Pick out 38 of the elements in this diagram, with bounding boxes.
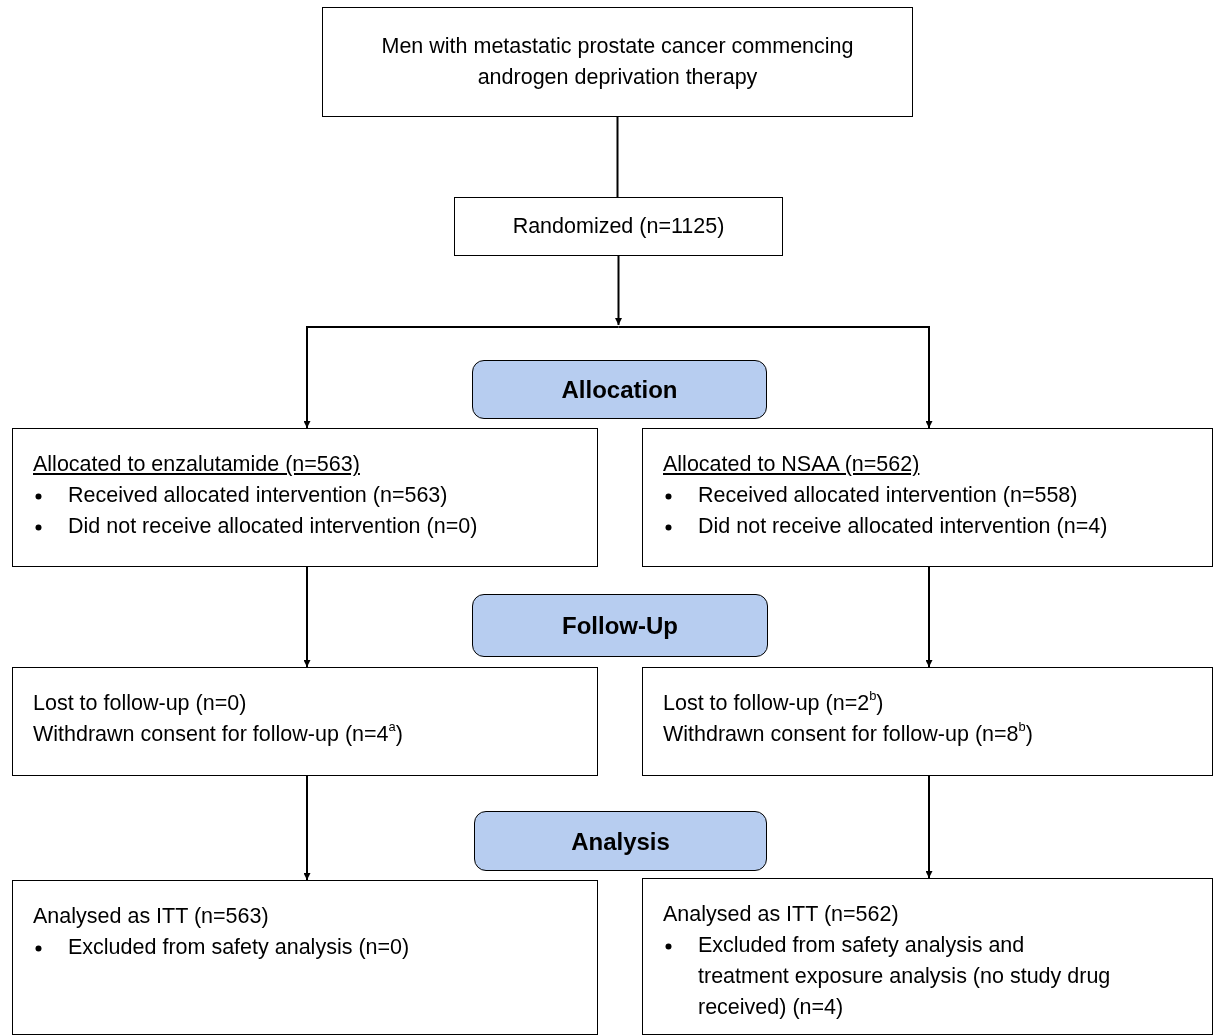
stage-title: Follow-Up xyxy=(562,611,678,641)
box-heading: Analysed as ITT (n=562) xyxy=(663,901,900,928)
stage-label xyxy=(474,811,767,871)
box-text: Men with metastatic prostate cancer commencing androgen deprivation therapy xyxy=(380,33,855,91)
box-text: Withdrawn consent for follow-up (n=4$^{a}$) xyxy=(33,719,404,748)
arrow xyxy=(925,566,933,668)
bullet-text: Did not receive allocated intervention (n=4) xyxy=(698,514,1108,538)
box-text: Lost to follow-up (n=0) xyxy=(33,690,248,717)
box-text: Withdrawn consent for follow-up (n=8$^{b}$) xyxy=(663,719,1034,748)
process-box xyxy=(642,428,1213,567)
process-box xyxy=(322,7,913,117)
stage-label xyxy=(472,594,768,657)
box-text: Lost to follow-up (n=2$^{b}$) xyxy=(663,688,885,717)
stage-title: Allocation xyxy=(561,375,678,405)
process-box xyxy=(642,667,1213,776)
arrow xyxy=(303,326,620,429)
bullet-text: Excluded from safety analysis and treatment exposure analysis (no study drug received) (n=4) xyxy=(698,932,1112,1021)
process-box xyxy=(454,197,783,256)
arrow xyxy=(303,775,311,881)
process-box xyxy=(12,428,598,567)
process-box xyxy=(642,878,1213,1035)
box-heading: Analysed as ITT (n=563) xyxy=(33,903,270,930)
bullet-text: Did not receive allocated intervention (n=0) xyxy=(68,514,478,538)
process-box xyxy=(12,667,598,776)
stage-title: Analysis xyxy=(571,826,670,857)
box-text: Randomized (n=1125) xyxy=(512,213,725,240)
connector-line xyxy=(616,116,619,198)
arrow xyxy=(617,326,933,429)
arrow xyxy=(925,775,933,879)
box-heading: Allocated to enzalutamide (n=563) xyxy=(33,451,361,478)
process-box xyxy=(12,880,598,1035)
arrow xyxy=(303,566,311,668)
bullet-text: Received allocated intervention (n=558) xyxy=(698,483,1078,507)
arrow xyxy=(615,255,622,326)
bullet-text: Received allocated intervention (n=563) xyxy=(68,483,448,507)
bullet-text: Excluded from safety analysis (n=0) xyxy=(68,935,410,959)
stage-label xyxy=(472,360,767,419)
box-heading: Allocated to NSAA (n=562) xyxy=(663,451,921,478)
